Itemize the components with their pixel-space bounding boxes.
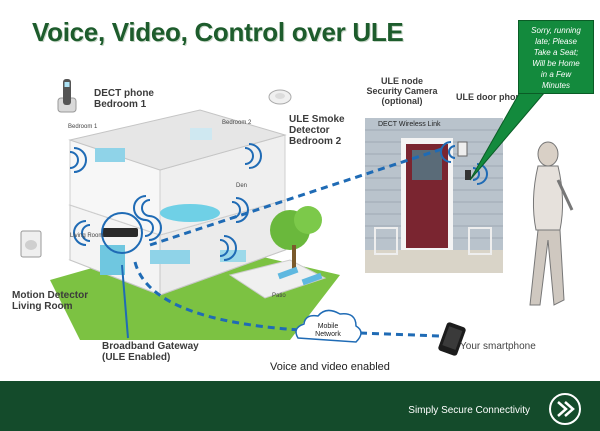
smoke-label-line2: Detector [289, 125, 330, 136]
callout-line1: Sorry, running [531, 26, 581, 35]
lounge-chair-2 [301, 272, 323, 286]
gateway-label-line1: Broadband Gateway [102, 341, 199, 352]
door-phone-device [457, 141, 468, 157]
callout-line4: Will be Home [532, 59, 580, 68]
tree-trunk [292, 245, 296, 270]
motion-detector-icon [20, 230, 42, 258]
porch-chair-right [468, 227, 492, 255]
smoke-detector-label: ULE Smoke Detector Bedroom 2 [289, 114, 345, 147]
gateway-pointer-line [121, 264, 129, 339]
footer-bar: Simply Secure Connectivity [0, 381, 600, 431]
smartphone-label: Your smartphone [460, 341, 536, 352]
dect-phone-label-line1: DECT phone [94, 88, 154, 99]
camera-label-line3: (optional) [381, 96, 423, 106]
dect-phone-label-line2: Bedroom 1 [94, 99, 147, 110]
callout-line6: Minutes [541, 81, 570, 90]
lounge-chair [277, 266, 299, 280]
security-camera-device [465, 170, 471, 180]
smoke-label-line3: Bedroom 2 [289, 136, 342, 147]
gateway-highlight [101, 212, 143, 254]
camera-label: ULE node Security Camera (optional) [366, 76, 438, 106]
pool [160, 204, 220, 222]
footer-tagline: Simply Secure Connectivity [408, 405, 530, 416]
smartphone-icon [438, 322, 466, 356]
tree-crown-2 [294, 206, 322, 234]
mobile-network-label: Mobile Network [308, 323, 348, 339]
motion-detector-label: Motion Detector Living Room [12, 290, 88, 312]
motion-label-line2: Living Room [12, 301, 73, 312]
bed-bedroom1 [95, 148, 125, 162]
mobile-label-line1: Mobile [317, 323, 339, 330]
gateway-to-cloud-line [133, 261, 301, 332]
patio [228, 259, 327, 299]
motion-label-line1: Motion Detector [12, 290, 89, 301]
wireless-arcs [69, 143, 262, 261]
speech-callout: Sorry, running late; Please Take a Seat;… [518, 20, 594, 94]
woman-figure [529, 141, 574, 306]
dect-link-line [149, 146, 446, 247]
front-door-photo [365, 118, 503, 273]
camera-label-line1: ULE node [381, 76, 423, 86]
room-label-bedroom1: Bedroom 1 [68, 124, 98, 130]
mobile-label-line2: Network [315, 331, 341, 338]
callout-line3: Take a Seat; [533, 48, 579, 57]
callout-line2: late; Please [535, 37, 577, 46]
voice-video-label: Voice and video enabled [270, 361, 390, 373]
gateway-device [102, 228, 138, 237]
smoke-detector-icon [268, 89, 292, 105]
porch-chair-left [374, 227, 398, 255]
porch-floor [365, 250, 503, 273]
furniture-bedroom2 [190, 128, 212, 140]
room-label-living: Living Room [70, 233, 104, 239]
dect-link-label: DECT Wireless Link [378, 121, 441, 128]
gateway-label-line2: (ULE Enabled) [102, 352, 171, 363]
room-label-bedroom2: Bedroom 2 [222, 120, 252, 126]
callout-line5: in a Few [540, 70, 572, 79]
cloud-to-phone-line [359, 331, 441, 338]
room-label-den: Den [236, 183, 248, 189]
room-label-patio: Patio [272, 293, 286, 299]
dect-logo-icon [549, 393, 581, 425]
gateway-label: Broadband Gateway (ULE Enabled) [102, 341, 199, 363]
dect-phone-icon [57, 79, 77, 113]
mobile-network-cloud [295, 309, 362, 343]
sofa-living [150, 250, 190, 264]
smoke-label-line1: ULE Smoke [289, 114, 345, 125]
camera-label-line2: Security Camera [366, 86, 438, 96]
door-phone-label: ULE door phone [456, 92, 526, 102]
page-title: Voice, Video, Control over ULE [32, 17, 404, 47]
dect-phone-label: DECT phone Bedroom 1 [94, 88, 154, 110]
